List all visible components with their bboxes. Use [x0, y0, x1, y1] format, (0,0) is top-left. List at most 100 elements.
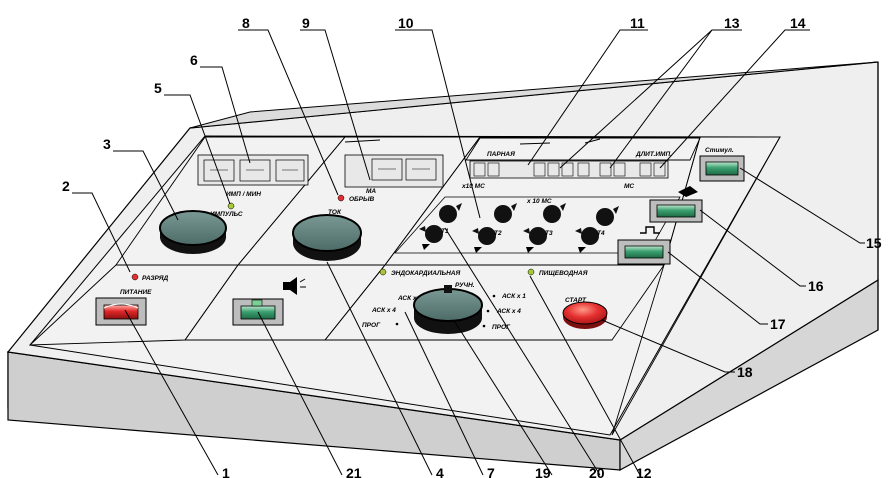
power-switch[interactable]: [95, 297, 147, 326]
callout-6: 6: [190, 52, 198, 68]
leader-11: [527, 29, 648, 166]
rate-knob[interactable]: [159, 210, 227, 254]
callout-16: 16: [808, 278, 824, 294]
callout-3: 3: [103, 136, 111, 152]
current-module: МА ОБРЫВ ТОК: [292, 154, 444, 261]
discharge-led: [131, 273, 139, 281]
callout-17: 17: [770, 316, 786, 332]
leader-12: [529, 275, 641, 476]
rate-led: [227, 202, 235, 210]
current-label: ТОК: [328, 209, 342, 216]
paired-label: ПАРНАЯ: [487, 151, 515, 158]
leader-8: [238, 29, 339, 196]
leader-16: [699, 209, 806, 287]
leader-2: [72, 192, 131, 273]
rate-display: [197, 154, 309, 186]
rate-unit-label: ИМП / МИН: [226, 191, 261, 198]
device-housing: [6, 61, 879, 472]
current-unit-label: МА: [366, 188, 376, 195]
callout-13: 13: [724, 15, 740, 31]
esophageal-led: [527, 268, 535, 276]
arrow-icon: [344, 138, 601, 145]
callout-9: 9: [302, 15, 310, 31]
pulse-wave-icon: [640, 226, 660, 234]
callout-8: 8: [242, 15, 250, 31]
ask1-right-label: АСК x 1: [501, 293, 526, 300]
panel-dividers: [28, 136, 781, 436]
leader-21: [257, 311, 343, 476]
interval-knob-t1[interactable]: [419, 225, 443, 243]
timing-module: ПАРНАЯ ДЛИТ.ИМП. x10 МС МС: [344, 138, 672, 190]
leader-19: [454, 321, 553, 476]
callout-11: 11: [630, 15, 645, 31]
mode-module: ЭНДОКАРДИАЛЬНАЯ ПИЩЕВОДНАЯ РУЧН. АСК x А…: [362, 268, 608, 334]
callout-15: 15: [866, 235, 882, 251]
interval-knob-upper-1[interactable]: [439, 203, 462, 223]
ask4-left-label: АСК x 4: [371, 307, 396, 314]
mode-button-1[interactable]: [649, 199, 703, 223]
rear-edge: [189, 61, 879, 129]
callout-4: 4: [436, 465, 444, 478]
callout-1: 1: [222, 465, 230, 478]
esophageal-label: ПИЩЕВОДНАЯ: [539, 270, 588, 277]
interval-knob-t3[interactable]: [523, 227, 547, 245]
mode-button-2[interactable]: [617, 239, 671, 265]
callout-14: 14: [790, 15, 806, 31]
endocardial-led: [379, 268, 387, 276]
ms-label: МС: [624, 183, 634, 190]
mode-selector-knob[interactable]: [413, 285, 483, 334]
impulse-label: ИМПУЛЬС: [210, 211, 243, 218]
speaker-icon: [283, 277, 306, 295]
power-label: ПИТАНИЕ: [120, 289, 152, 296]
callout-20: 20: [589, 465, 605, 478]
current-display: [344, 154, 444, 188]
interval-knob-upper-4[interactable]: [596, 206, 619, 226]
leader-7: [404, 311, 484, 476]
leader-20: [444, 227, 601, 476]
leader-3: [113, 150, 179, 221]
ask1-left-label: АСК x: [397, 295, 417, 302]
callout-numbers: 1 2 3 4 5 6 7 8 9 10 11 12 13 14 15 16 1…: [62, 15, 882, 478]
t2-label: T2: [494, 230, 502, 237]
endocardial-label: ЭНДОКАРДИАЛЬНАЯ: [391, 270, 460, 277]
callout-19: 19: [535, 465, 551, 478]
leader-17: [667, 251, 768, 325]
stimul-label: Стимул.: [705, 147, 734, 154]
leader-lines: [72, 29, 865, 476]
x10ms-big-label: x 10 МС: [526, 198, 552, 205]
current-knob[interactable]: [292, 214, 362, 261]
interval-knob-t2[interactable]: [472, 227, 496, 245]
start-label: СТАРТ: [565, 297, 587, 304]
discharge-label: РАЗРЯД: [142, 275, 168, 282]
callout-10: 10: [398, 15, 414, 31]
interval-knob-upper-2[interactable]: [494, 203, 517, 223]
leader-15: [739, 167, 865, 244]
power-module: РАЗРЯД ПИТАНИЕ: [95, 273, 168, 326]
interval-markers: [422, 244, 586, 253]
x10ms-small-label: x10 МС: [461, 183, 485, 190]
break-led: [337, 194, 345, 202]
pulse-duration-label: ДЛИТ.ИМП.: [635, 151, 672, 158]
leader-13b: [609, 29, 713, 169]
callout-21: 21: [346, 465, 362, 478]
waveform-icon-diamond: [678, 186, 698, 197]
interval-knob-t4[interactable]: [575, 227, 599, 245]
leader-14: [659, 29, 810, 169]
prog-left-label: ПРОГ: [362, 322, 381, 329]
callout-2: 2: [62, 178, 70, 194]
manual-label: РУЧН.: [455, 282, 475, 289]
t1-label: T1: [441, 228, 449, 235]
timing-display: [469, 160, 669, 179]
leader-9: [300, 29, 371, 181]
ask4-right-label: АСК x 4: [496, 308, 521, 315]
stimul-button[interactable]: [699, 155, 745, 182]
interval-knob-upper-3[interactable]: [543, 203, 566, 223]
callout-7: 7: [487, 465, 495, 478]
interval-module: x 10 МС T1 T2 T3 T4: [394, 196, 681, 254]
rate-module: ИМП / МИН ИМПУЛЬС: [159, 154, 309, 254]
leader-4: [326, 261, 433, 476]
break-label: ОБРЫВ: [349, 196, 374, 203]
start-button[interactable]: [562, 301, 608, 329]
callout-5: 5: [154, 80, 162, 96]
